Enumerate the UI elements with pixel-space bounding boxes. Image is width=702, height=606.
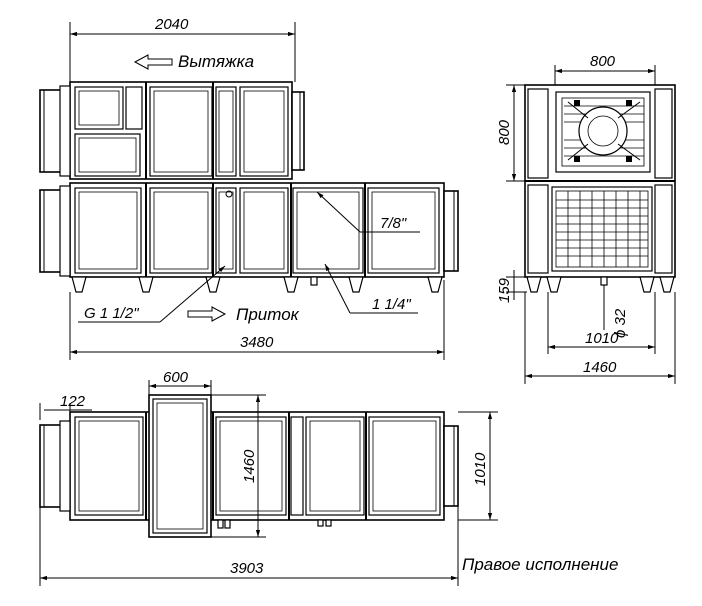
drain-diameter: ϕ 32 bbox=[603, 285, 629, 338]
dim-top-length: 2040 bbox=[69, 16, 296, 82]
plan-view: 600 122 bbox=[39, 369, 618, 586]
dim-plan-offset-label: 122 bbox=[60, 393, 86, 410]
pipe-114-label: 1 1/4" bbox=[372, 296, 411, 313]
exhaust-arrow-icon bbox=[133, 54, 173, 70]
dim-plan-total-length-label: 3903 bbox=[230, 560, 264, 577]
dim-top-length-label: 2040 bbox=[154, 16, 189, 33]
dim-plan-depth: 1010 bbox=[458, 411, 498, 521]
dim-front-inner-width: 1010 bbox=[547, 292, 656, 354]
exhaust-label: Вытяжка bbox=[178, 52, 254, 71]
grille-icon bbox=[551, 186, 653, 272]
dim-plan-offset: 122 bbox=[39, 393, 92, 420]
dim-front-total-width: 1460 bbox=[524, 292, 676, 384]
side-view: 2040 Вытяжка bbox=[39, 16, 459, 360]
dim-front-width: 800 bbox=[554, 53, 656, 88]
dim-total-length-side-label: 3480 bbox=[240, 334, 274, 351]
dim-plan-depth-label: 1010 bbox=[472, 452, 489, 486]
dim-plan-section-width-label: 600 bbox=[163, 369, 189, 386]
pipe-78-leader: 7/8" bbox=[316, 191, 420, 233]
pipe-g112-label: G 1 1/2" bbox=[84, 305, 139, 322]
dim-plan-height: 1460 bbox=[211, 394, 266, 538]
fan-icon bbox=[555, 91, 651, 173]
dim-front-width-label: 800 bbox=[590, 53, 616, 70]
pipe-114-leader: 1 1/4" bbox=[324, 263, 418, 314]
dim-front-total-width-label: 1460 bbox=[583, 359, 617, 376]
supply-label: Приток bbox=[236, 305, 300, 324]
version-label: Правое исполнение bbox=[462, 555, 618, 574]
dim-total-length-side: 3480 bbox=[69, 280, 445, 360]
pipe-78-label: 7/8" bbox=[380, 215, 407, 232]
dim-front-height-label: 800 bbox=[496, 119, 513, 145]
dim-plan-section-width: 600 bbox=[148, 369, 212, 395]
pipe-g112-leader: G 1 1/2" bbox=[78, 265, 226, 323]
dim-front-inner-width-label: 1010 bbox=[585, 330, 619, 347]
drain-diameter-label: ϕ 32 bbox=[612, 308, 629, 338]
supply-arrow-icon bbox=[187, 306, 227, 322]
dim-plan-height-label: 1460 bbox=[241, 449, 258, 483]
front-view: 800 bbox=[496, 53, 676, 384]
dim-plan-total-length: 3903 bbox=[39, 506, 459, 586]
dim-leg-height: 159 bbox=[496, 270, 527, 303]
dim-leg-height-label: 159 bbox=[496, 277, 513, 303]
upper-unit bbox=[39, 81, 305, 180]
lower-unit bbox=[39, 182, 459, 293]
dim-front-height: 800 bbox=[496, 84, 525, 182]
